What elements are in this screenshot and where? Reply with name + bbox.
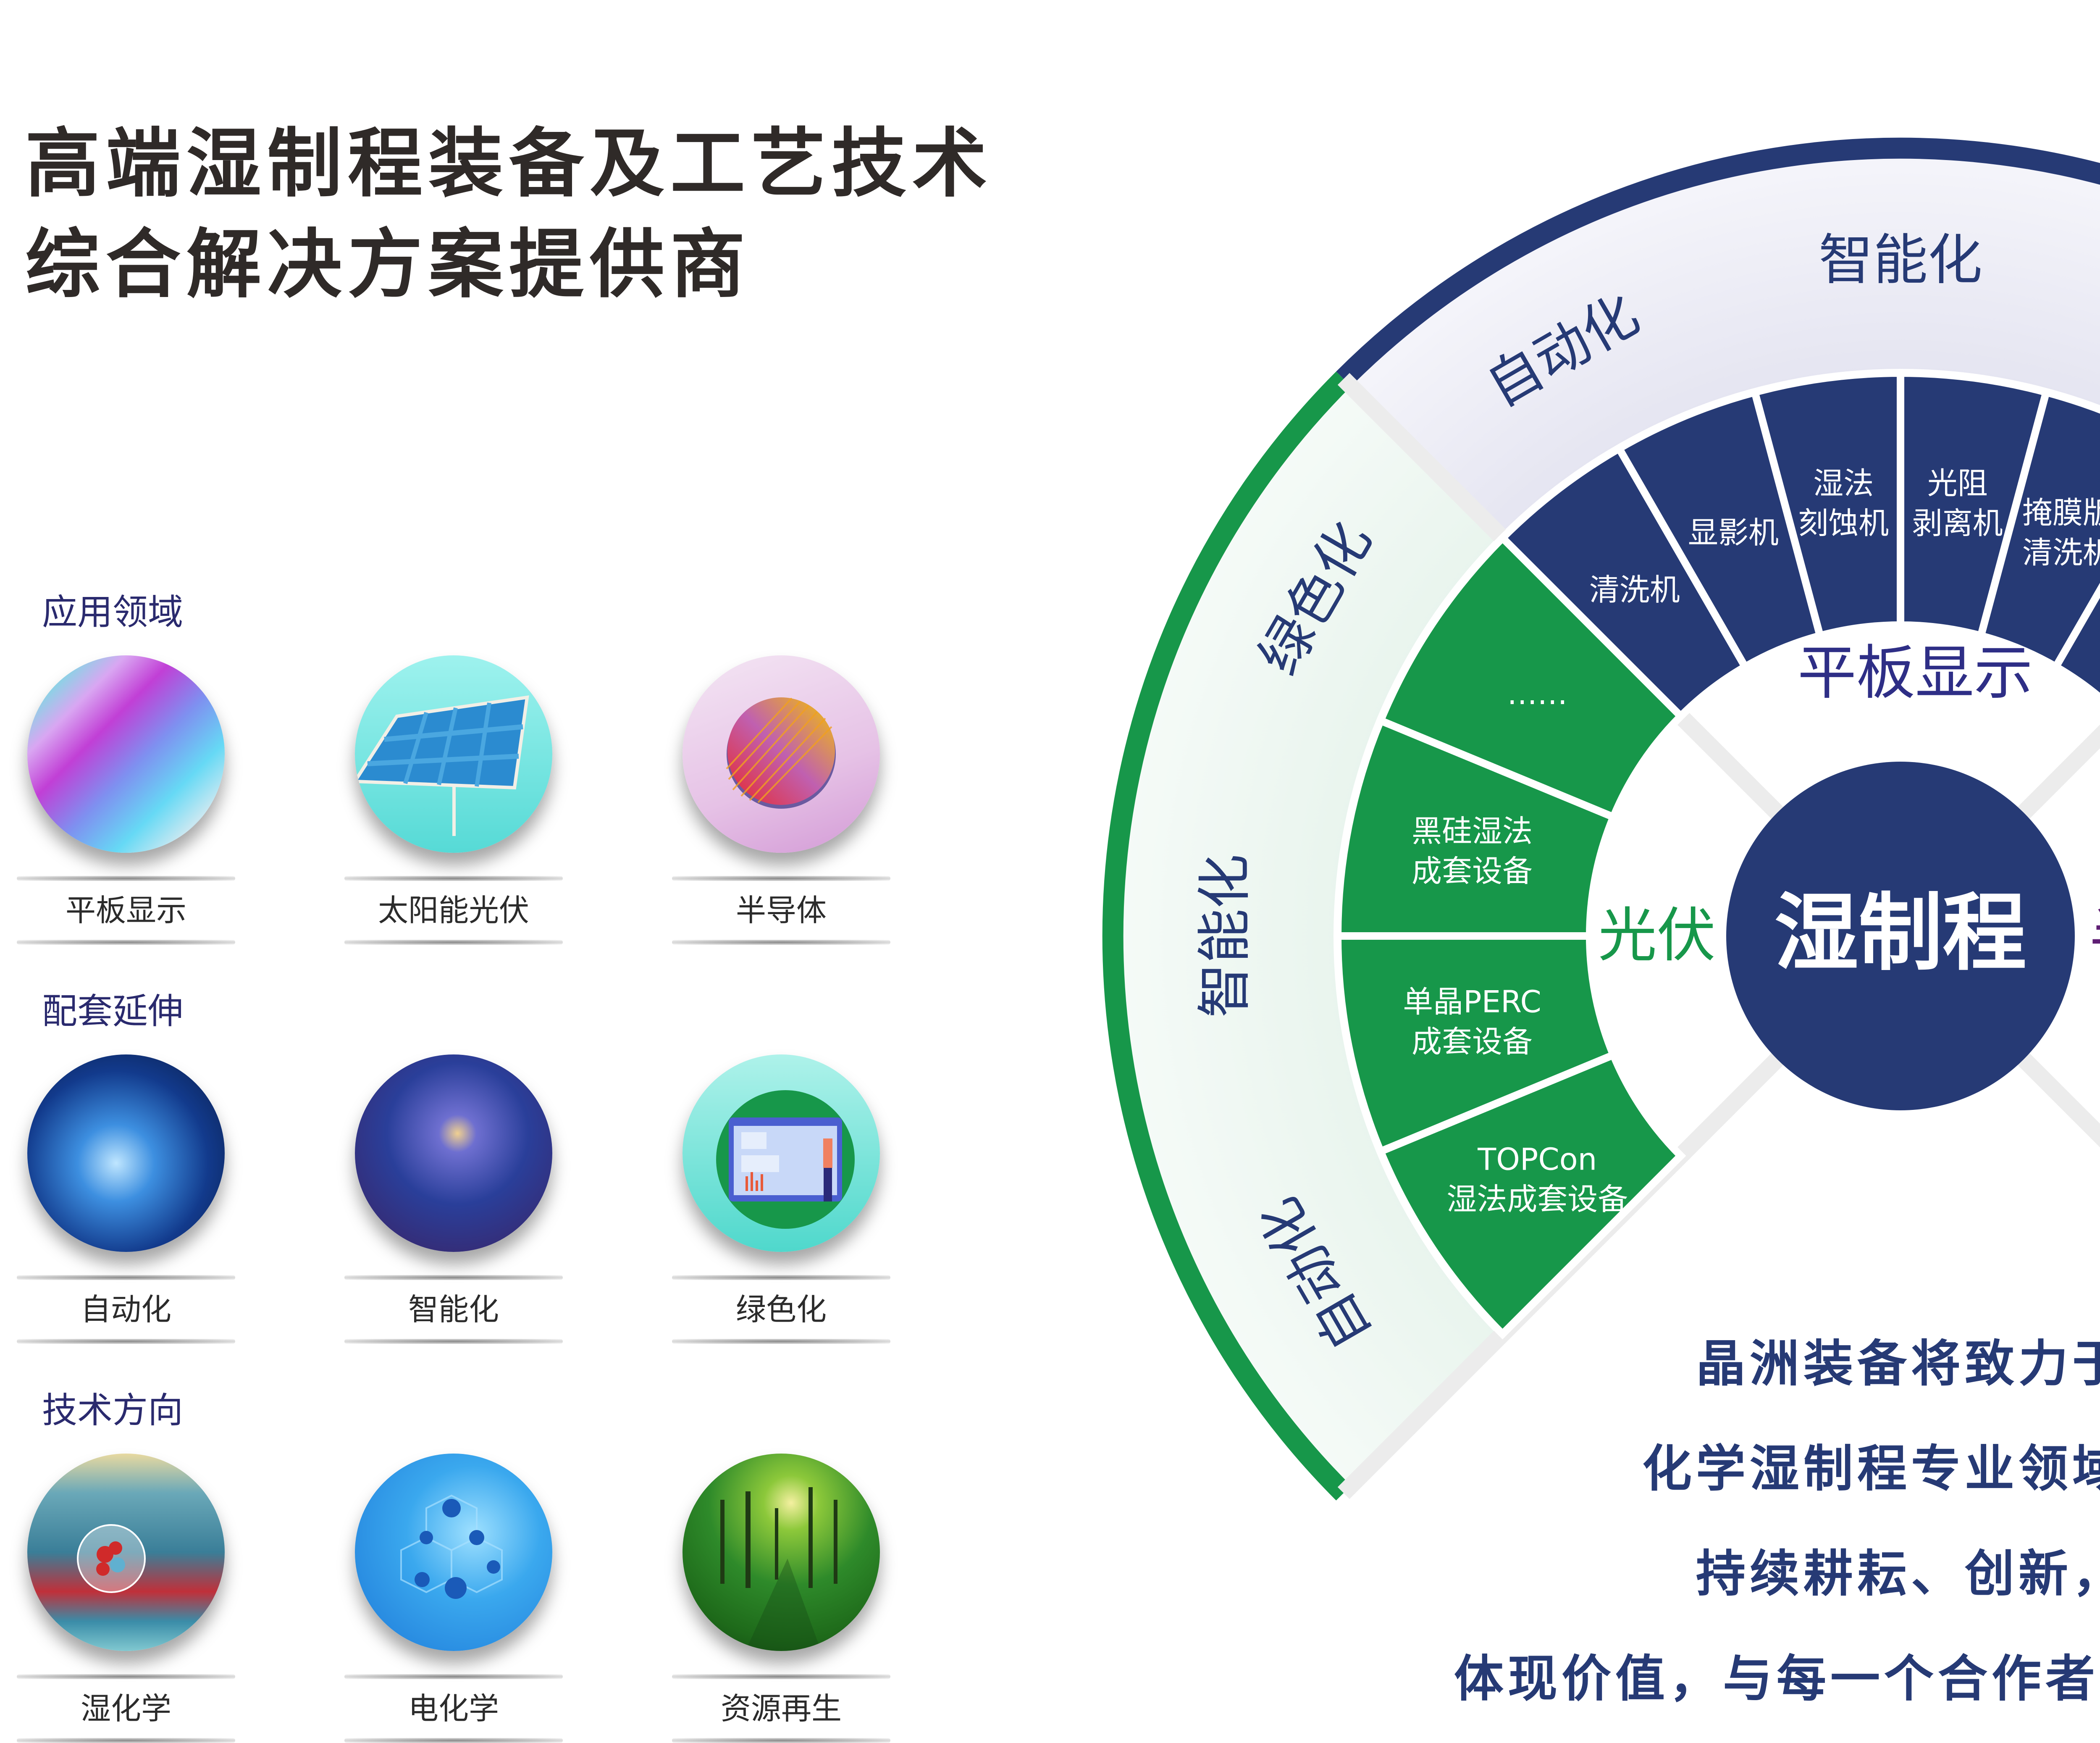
divider — [344, 876, 563, 881]
flat-panel-segment — [1750, 369, 1904, 641]
center-label: 湿制程 — [1774, 884, 2026, 982]
tile-label: 半导体 — [735, 893, 827, 928]
slogan-line-2: 化学湿制程专业领域的 — [1642, 1440, 2100, 1498]
divider — [17, 876, 235, 881]
solar-panel-icon — [355, 695, 529, 836]
photovoltaic-segment — [1334, 932, 1619, 1157]
divider — [344, 1339, 563, 1344]
outer-ring-label: 智能化 — [1819, 228, 1982, 292]
divider — [17, 1738, 235, 1743]
section-label-extension: 配套延伸 — [42, 991, 184, 1032]
tile-label: 智能化 — [408, 1292, 499, 1327]
title-line-2: 综合解决方案提供商 — [25, 221, 751, 308]
automation-gears-image — [27, 1054, 225, 1252]
top-outer-arc — [1336, 137, 2100, 386]
slogan-line-1: 晶洲装备将致力于 — [1696, 1335, 2100, 1393]
tile-solar: 太阳能光伏 — [344, 655, 563, 945]
photovoltaic-segment — [1376, 1050, 1686, 1340]
flat-panel-segment-label: 光阻剥离机 — [1912, 465, 2003, 541]
section-label-technology: 技术方向 — [42, 1390, 184, 1431]
wet-chemistry-molecule-image — [27, 1454, 225, 1651]
ai-brain-image — [355, 1054, 552, 1252]
divider — [672, 1339, 890, 1344]
divider — [672, 1275, 890, 1280]
tile-label: 绿色化 — [735, 1292, 827, 1327]
molecule-network-icon — [400, 1494, 503, 1599]
divider — [672, 876, 890, 881]
divider — [672, 1738, 890, 1743]
tile-label: 湿化学 — [80, 1691, 171, 1726]
photovoltaic-segment — [1376, 532, 1686, 822]
divider — [17, 1339, 235, 1344]
trees-icon — [720, 1487, 837, 1651]
divider — [344, 1738, 563, 1743]
flat-panel-segment — [1897, 369, 2051, 641]
photovoltaic-segment — [1334, 715, 1619, 940]
divider — [17, 1275, 235, 1280]
tile-semiconductor: 半导体 — [672, 655, 890, 945]
divider — [344, 1674, 563, 1679]
solar-panel-image — [355, 655, 552, 853]
center-circle — [1726, 762, 2075, 1110]
left-outer-arc — [1102, 371, 1351, 1501]
sector-name-semiconductor: 半导体 — [2090, 902, 2100, 970]
tile-intelligence: 智能化 — [344, 1054, 563, 1344]
tile-label: 平板显示 — [65, 893, 186, 928]
globe-dashboard-icon — [716, 1090, 855, 1229]
photovoltaic-segment-label: …… — [1507, 676, 1567, 711]
molecule-bubble-icon — [77, 1524, 146, 1593]
sector-name-photovoltaic: 光伏 — [1598, 902, 1716, 970]
slogan-line-3: 持续耕耘、创新， — [1696, 1545, 2100, 1603]
tile-label: 自动化 — [80, 1292, 171, 1327]
tile-automation: 自动化 — [17, 1054, 235, 1344]
tile-label: 太阳能光伏 — [378, 893, 529, 928]
flat-panel-segment — [2050, 583, 2100, 703]
divider — [344, 940, 563, 945]
outer-ring-label: 智能化 — [1193, 854, 1257, 1018]
divider — [672, 940, 890, 945]
semiconductor-wafer-image — [682, 655, 880, 853]
flat-panel-segment-label: 清洗机 — [1589, 572, 1680, 607]
divider — [344, 1275, 563, 1280]
photovoltaic-segment-label: 黑硅湿法成套设备 — [1412, 814, 1533, 889]
divider — [17, 940, 235, 945]
flat-panel-segment-label: 掩膜版清洗机 — [2022, 495, 2100, 570]
sector-name-flat-panel: 平板显示 — [1798, 639, 2033, 707]
wafer-icon — [726, 697, 836, 809]
flat-panel-segment-label: 湿法刻蚀机 — [1798, 465, 1889, 541]
page-title: 高端湿制程装备及工艺技术 综合解决方案提供商 — [25, 113, 993, 315]
green-globe-dashboard-image — [682, 1054, 880, 1252]
tile-green: 绿色化 — [672, 1054, 890, 1344]
flat-panel-segment — [1976, 387, 2100, 672]
flat-panel-segment-label: 显影机 — [1688, 515, 1779, 550]
forest-image — [682, 1454, 880, 1651]
title-line-1: 高端湿制程装备及工艺技术 — [25, 120, 993, 207]
flat-panel-display-image — [27, 655, 225, 853]
divider — [672, 1674, 890, 1679]
tile-flat-panel: 平板显示 — [17, 655, 235, 945]
slogan-line-4: 体现价值，与每一个合作者实现共赢！ — [1454, 1650, 2100, 1708]
section-label-application: 应用领域 — [42, 592, 184, 633]
electrochemistry-molecule-image — [355, 1454, 552, 1651]
flat-panel-segment — [1497, 443, 1751, 722]
tile-resource-regeneration: 资源再生 — [672, 1454, 890, 1743]
tile-label: 资源再生 — [720, 1691, 842, 1726]
tile-label: 电化学 — [408, 1691, 499, 1726]
divider — [17, 1674, 235, 1679]
tile-electrochemistry: 电化学 — [344, 1454, 563, 1743]
